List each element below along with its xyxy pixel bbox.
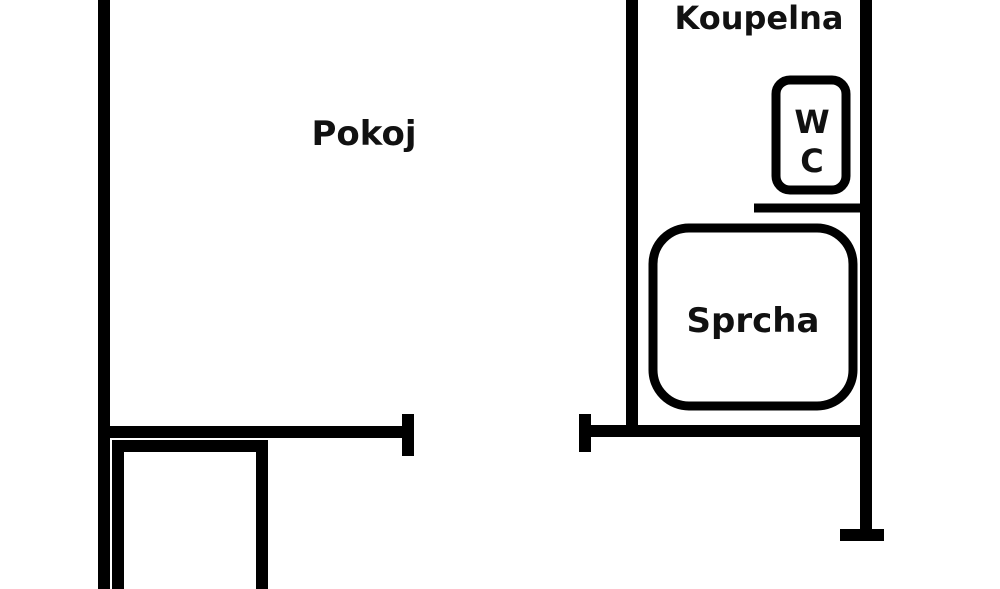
living-room-label: Pokoj: [312, 114, 417, 154]
toilet-label-w: W: [794, 103, 829, 141]
small-room-wall: [112, 440, 268, 589]
toilet-fixture: [771, 75, 851, 195]
shower-fixture: [648, 223, 858, 411]
toilet-label-c: C: [800, 142, 823, 180]
shower-label: Sprcha: [687, 301, 820, 341]
bathroom-label: Koupelna: [675, 0, 844, 37]
